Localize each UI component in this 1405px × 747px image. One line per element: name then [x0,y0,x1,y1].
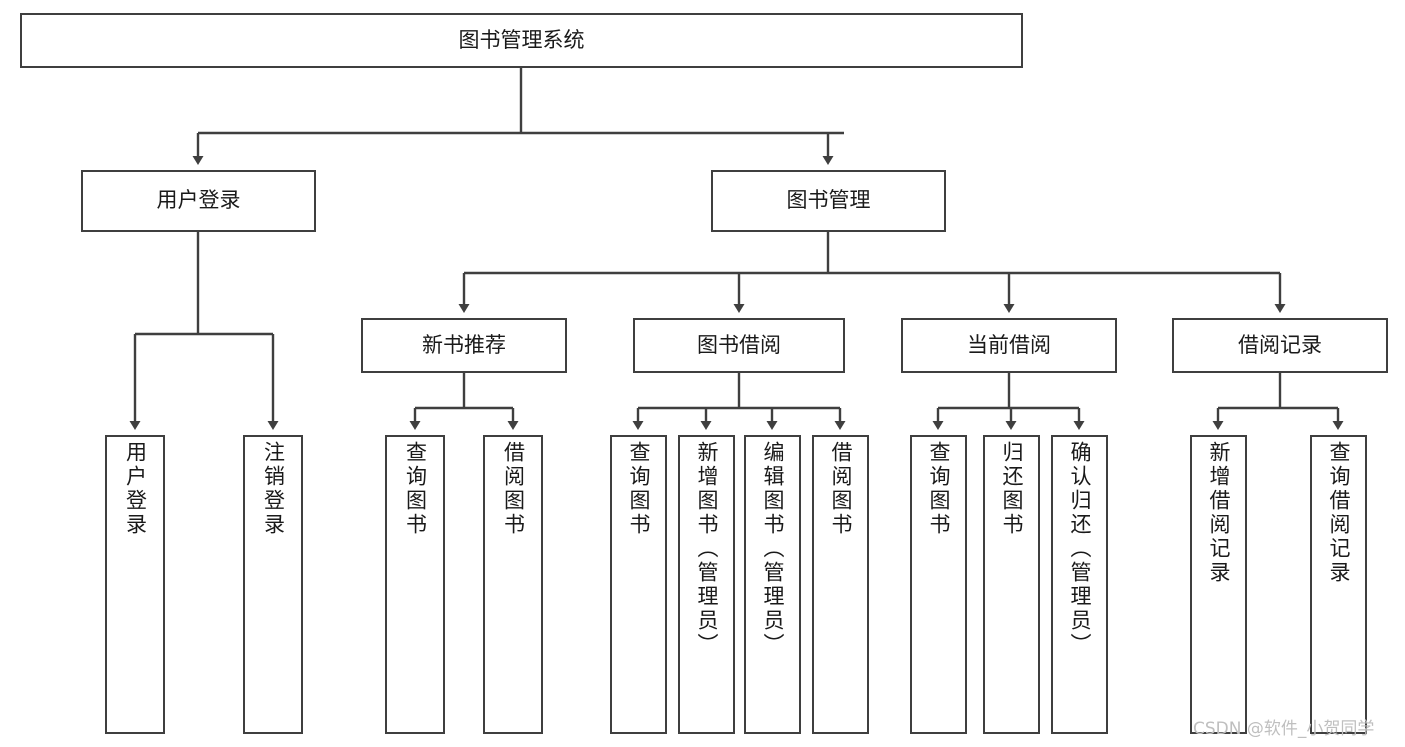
node-leaf-query-book-1-label: 查询图书 [403,441,428,537]
node-leaf-borrow-book-1-label: 借阅图书 [501,441,526,537]
node-leaf-confirm-return[interactable]: 确认归还（管理员） [1051,435,1108,734]
node-leaf-add-book[interactable]: 新增图书（管理员） [678,435,735,734]
node-new-book-rec[interactable]: 新书推荐 [361,318,567,373]
node-leaf-query-book-1[interactable]: 查询图书 [385,435,445,734]
node-leaf-query-book-2-label: 查询图书 [627,441,651,537]
node-leaf-query-book-3[interactable]: 查询图书 [910,435,967,734]
node-borrow-record[interactable]: 借阅记录 [1172,318,1388,373]
node-root-label: 图书管理系统 [458,27,585,52]
node-leaf-return-book-label: 归还图书 [1000,441,1024,537]
node-user-login[interactable]: 用户登录 [81,170,316,232]
csdn-watermark: CSDN @软件_小贺同学 [1193,719,1375,739]
node-user-login-label: 用户登录 [156,188,241,213]
node-leaf-query-book-2[interactable]: 查询图书 [610,435,667,734]
node-leaf-add-book-label: 新增图书（管理员） [695,441,719,657]
node-leaf-add-record-label: 新增借阅记录 [1207,441,1231,585]
node-leaf-user-logout[interactable]: 注销登录 [243,435,303,734]
node-leaf-query-book-3-label: 查询图书 [927,441,951,537]
node-borrow-record-label: 借阅记录 [1238,332,1322,357]
node-leaf-borrow-book-2-label: 借阅图书 [829,441,853,537]
node-leaf-user-login-label: 用户登录 [123,441,148,537]
node-leaf-add-record[interactable]: 新增借阅记录 [1190,435,1247,734]
node-leaf-query-record[interactable]: 查询借阅记录 [1310,435,1367,734]
node-book-manage[interactable]: 图书管理 [711,170,946,232]
node-leaf-confirm-return-label: 确认归还（管理员） [1068,441,1092,657]
node-new-book-rec-label: 新书推荐 [422,332,506,357]
node-leaf-borrow-book-2[interactable]: 借阅图书 [812,435,869,734]
node-leaf-edit-book[interactable]: 编辑图书（管理员） [744,435,801,734]
node-leaf-edit-book-label: 编辑图书（管理员） [761,441,785,657]
node-leaf-query-record-label: 查询借阅记录 [1327,441,1351,585]
node-current-borrow[interactable]: 当前借阅 [901,318,1117,373]
node-leaf-user-login[interactable]: 用户登录 [105,435,165,734]
node-leaf-return-book[interactable]: 归还图书 [983,435,1040,734]
node-root[interactable]: 图书管理系统 [20,13,1023,68]
node-book-borrow-label: 图书借阅 [697,332,781,357]
node-book-manage-label: 图书管理 [786,188,871,213]
node-book-borrow[interactable]: 图书借阅 [633,318,845,373]
node-current-borrow-label: 当前借阅 [967,332,1051,357]
node-leaf-user-logout-label: 注销登录 [261,441,286,537]
node-leaf-borrow-book-1[interactable]: 借阅图书 [483,435,543,734]
